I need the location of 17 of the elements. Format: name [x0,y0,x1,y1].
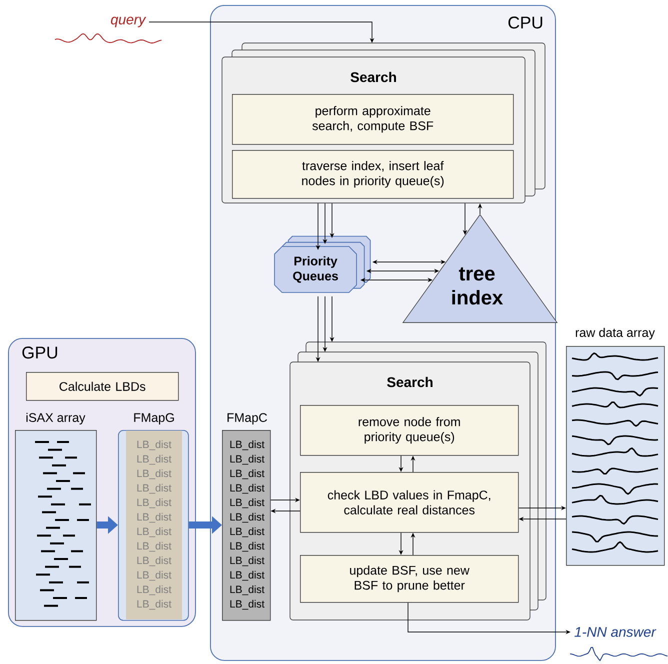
node-label: FMapC [228,413,268,424]
raw-data-box: raw data array [566,328,665,566]
node-label: FMapG [134,413,174,424]
step-box: update BSF, use new BSF to prune better [300,555,519,603]
node-label: raw data array [576,328,655,340]
step-box: perform approximate search, compute BSF [232,94,514,145]
array-column: FMapG LB_dist LB_dist LB_dist LB_dist LB_dist LB_dist LB_dist LB_dist LB_dist LB_dist LB_dist LB_dist [118,413,189,621]
step-box: check LBD values in FmapC, calculate real distances [300,472,519,533]
isax-array-box: iSAX array [15,412,97,621]
step-box: traverse index, insert leaf nodes in priority queue(s) [232,150,514,199]
node-label: iSAX array [26,412,86,424]
step-box: Calculate LBDs [26,372,179,401]
step-box: remove node from priority queue(s) [300,405,519,456]
array-column: FMapC LB_dist LB_dist LB_dist LB_dist LB_dist LB_dist LB_dist LB_dist LB_dist LB_dist LB_dist LB_dist [222,413,271,621]
signal-label: query [110,16,146,28]
signal-label: 1-NN answer [574,627,656,637]
queue-stack: Priority Queues [274,236,371,293]
